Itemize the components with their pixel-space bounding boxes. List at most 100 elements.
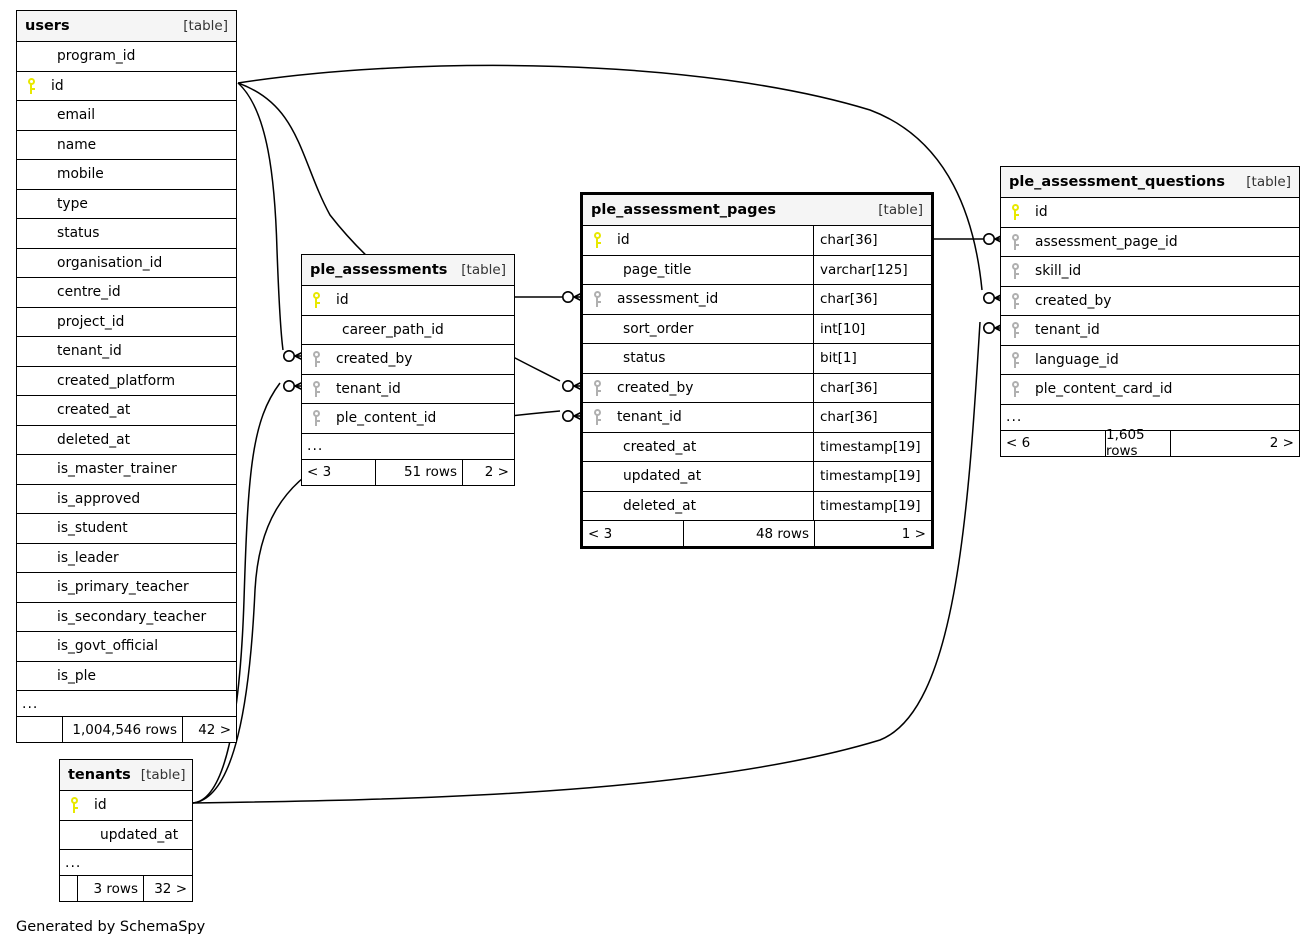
next-page-link[interactable]: 42 >: [198, 721, 231, 738]
prev-page-link[interactable]: < 6: [1001, 430, 1106, 456]
column-row[interactable]: name: [17, 131, 236, 160]
column-type: timestamp[19]: [813, 491, 931, 520]
foreign-key-icon: [1007, 351, 1023, 368]
column-row[interactable]: ple_content_card_id: [1001, 375, 1299, 405]
table-header-ple_assessment_pages[interactable]: ple_assessment_pages[table]: [583, 195, 931, 226]
column-row[interactable]: tenant_id: [302, 375, 514, 404]
column-row[interactable]: is_master_trainer: [17, 455, 236, 485]
next-page-link[interactable]: 2 >: [484, 464, 509, 480]
column-row[interactable]: organisation_id: [17, 249, 236, 278]
column-row[interactable]: created_at: [17, 396, 236, 426]
column-row[interactable]: tenant_id: [1001, 316, 1299, 346]
next-page-link[interactable]: 32 >: [154, 880, 187, 897]
column-label: name: [57, 136, 97, 153]
column-row[interactable]: is_leader: [17, 544, 236, 573]
column-row[interactable]: deleted_at: [17, 426, 236, 455]
column-row[interactable]: mobile: [17, 160, 236, 190]
column-row[interactable]: type: [17, 190, 236, 219]
column-row[interactable]: is_approved: [17, 485, 236, 514]
column-row[interactable]: id: [17, 72, 236, 101]
next-page-link[interactable]: 2 >: [1269, 435, 1294, 451]
column-row[interactable]: id: [60, 791, 192, 821]
table-header-ple_assessment_questions[interactable]: ple_assessment_questions[table]: [1001, 167, 1299, 198]
foreign-key-icon: [308, 351, 324, 368]
column-label: id: [94, 797, 107, 814]
column-name-cell: id: [583, 226, 813, 255]
foreign-key-icon: [1007, 263, 1023, 280]
column-label: id: [617, 232, 630, 249]
column-row[interactable]: id: [302, 286, 514, 316]
column-row[interactable]: language_id: [1001, 346, 1299, 375]
column-row[interactable]: status: [17, 219, 236, 249]
row-count: 1,004,546 rows: [63, 717, 183, 742]
column-row[interactable]: is_ple: [17, 662, 236, 691]
column-row[interactable]: is_secondary_teacher: [17, 603, 236, 632]
column-row[interactable]: skill_id: [1001, 257, 1299, 287]
table-header-tenants[interactable]: tenants[table]: [60, 760, 192, 791]
prev-page-link[interactable]: < 3: [302, 459, 376, 485]
column-name-cell: tenant_id: [583, 403, 813, 432]
next-page-link[interactable]: 1 >: [901, 525, 926, 542]
more-columns-ellipsis[interactable]: ...: [60, 850, 192, 876]
column-name-cell: is_ple: [17, 662, 236, 691]
column-name-cell: email: [17, 101, 236, 130]
column-row[interactable]: program_id: [17, 42, 236, 72]
column-row[interactable]: is_primary_teacher: [17, 573, 236, 603]
table-header-ple_assessments[interactable]: ple_assessments[table]: [302, 255, 514, 286]
column-name-cell: ple_content_card_id: [1001, 375, 1299, 404]
foreign-key-icon: [1007, 233, 1023, 250]
prev-page-link[interactable]: [60, 876, 78, 901]
column-row[interactable]: created_by: [1001, 287, 1299, 316]
column-row[interactable]: updated_at: [60, 821, 192, 850]
column-label: status: [623, 350, 666, 367]
foreign-key-icon: [589, 409, 605, 426]
prev-page-link[interactable]: < 3: [583, 521, 684, 546]
column-row[interactable]: is_govt_official: [17, 632, 236, 662]
column-name-cell: created_at: [17, 396, 236, 425]
column-label: tenant_id: [336, 380, 401, 397]
column-label: is_student: [57, 520, 128, 537]
column-row[interactable]: is_student: [17, 514, 236, 544]
column-row[interactable]: created_by: [302, 345, 514, 375]
column-name-cell: tenant_id: [17, 337, 236, 366]
column-name-cell: assessment_id: [583, 285, 813, 314]
column-label: created_by: [1035, 292, 1112, 309]
column-row[interactable]: id: [1001, 198, 1299, 228]
column-row[interactable]: tenant_id: [17, 337, 236, 367]
more-columns-ellipsis[interactable]: ...: [17, 691, 236, 717]
column-row[interactable]: assessment_page_id: [1001, 228, 1299, 257]
column-row[interactable]: ple_content_id: [302, 404, 514, 434]
row-count: 48 rows: [684, 521, 815, 546]
column-row[interactable]: created_platform: [17, 367, 236, 396]
column-row[interactable]: centre_id: [17, 278, 236, 308]
table-header-users[interactable]: users[table]: [17, 11, 236, 42]
column-label: created_platform: [57, 372, 176, 389]
column-name-cell: id: [60, 791, 192, 820]
more-columns-ellipsis[interactable]: ...: [1001, 405, 1299, 431]
column-row[interactable]: project_id: [17, 308, 236, 337]
prev-page-link[interactable]: [17, 717, 63, 742]
table-title: ple_assessment_pages: [591, 202, 777, 218]
column-label: assessment_id: [617, 291, 719, 308]
column-row[interactable]: career_path_id: [302, 316, 514, 345]
column-row[interactable]: email: [17, 101, 236, 131]
more-columns-ellipsis[interactable]: ...: [302, 434, 514, 460]
